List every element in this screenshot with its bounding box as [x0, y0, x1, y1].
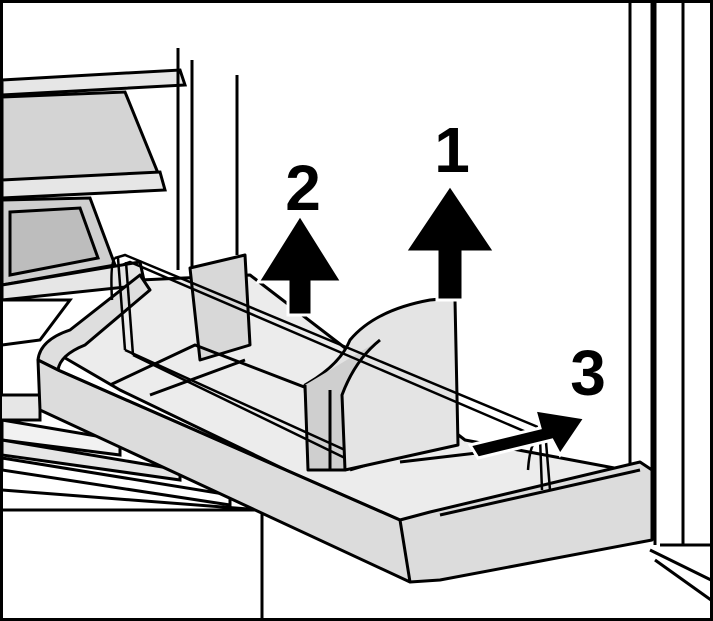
step-label-2: 2 [285, 152, 321, 224]
wire-retainer-bar [110, 253, 552, 491]
step-label-1: 1 [434, 114, 470, 186]
lower-drawer [0, 393, 264, 619]
step-label-3: 3 [570, 337, 606, 409]
door-frame [628, 2, 712, 602]
arrow-up-1 [402, 182, 498, 302]
fridge-interior-shelves [0, 48, 239, 347]
arrow-up-2 [255, 212, 345, 317]
arrow-up-right-3 [467, 408, 588, 460]
